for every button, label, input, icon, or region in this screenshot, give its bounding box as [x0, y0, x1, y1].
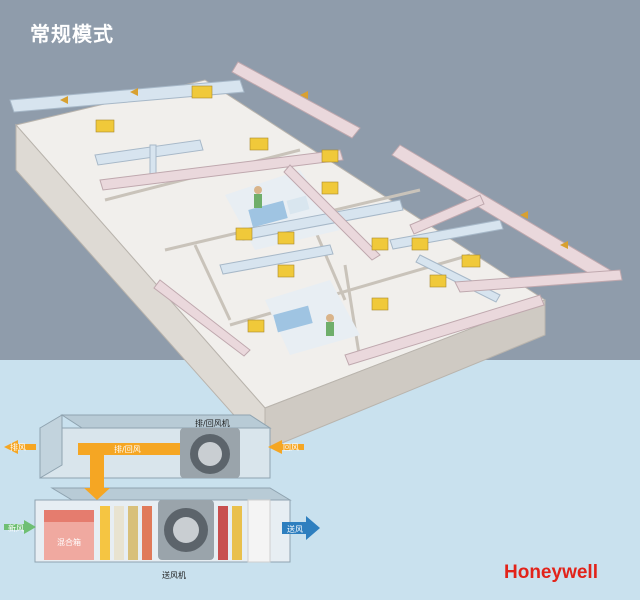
- mixing-box-label: 混合箱: [57, 538, 81, 547]
- exhaust-return-fan-label: 排/回风机: [195, 419, 230, 428]
- supply-fan: [158, 500, 214, 560]
- exhaust-return-fan: [180, 428, 240, 478]
- supply-fan-label: 送风机: [162, 571, 186, 580]
- exhaust-return-path: [78, 443, 180, 492]
- supply-label: 送风: [287, 525, 303, 534]
- coil-1: [128, 506, 138, 560]
- upper-box-side: [39, 414, 63, 479]
- vav-boxes: [95, 85, 481, 333]
- bed-2: [273, 305, 313, 333]
- filter-5: [247, 499, 271, 563]
- person-2: [326, 314, 334, 322]
- room-ward-2: [265, 280, 360, 355]
- supply-arrow: [282, 516, 320, 540]
- return-ducts: [99, 61, 623, 366]
- return-label: 回风: [283, 443, 299, 452]
- coil-2: [142, 506, 152, 560]
- person-1: [254, 186, 262, 194]
- filter-2: [114, 506, 124, 560]
- exhaust-return-air-label: 排/回风: [114, 445, 141, 454]
- fresh-air-arrow: [4, 520, 36, 534]
- fresh-air-label: 新风: [8, 524, 24, 533]
- filter-1: [100, 506, 110, 560]
- exhaust-arrow: [4, 440, 36, 454]
- return-arrow: [268, 440, 304, 454]
- page-title: 常规模式: [30, 22, 114, 46]
- upper-box-top: [60, 414, 272, 429]
- brand-logo: Honeywell: [504, 562, 598, 583]
- exhaust-label: 排风: [10, 443, 26, 452]
- ahu-unit: [4, 414, 320, 563]
- bed-3: [286, 195, 310, 215]
- filter-4: [232, 506, 242, 560]
- duct-arrows: [60, 88, 568, 249]
- filter-3: [218, 506, 228, 560]
